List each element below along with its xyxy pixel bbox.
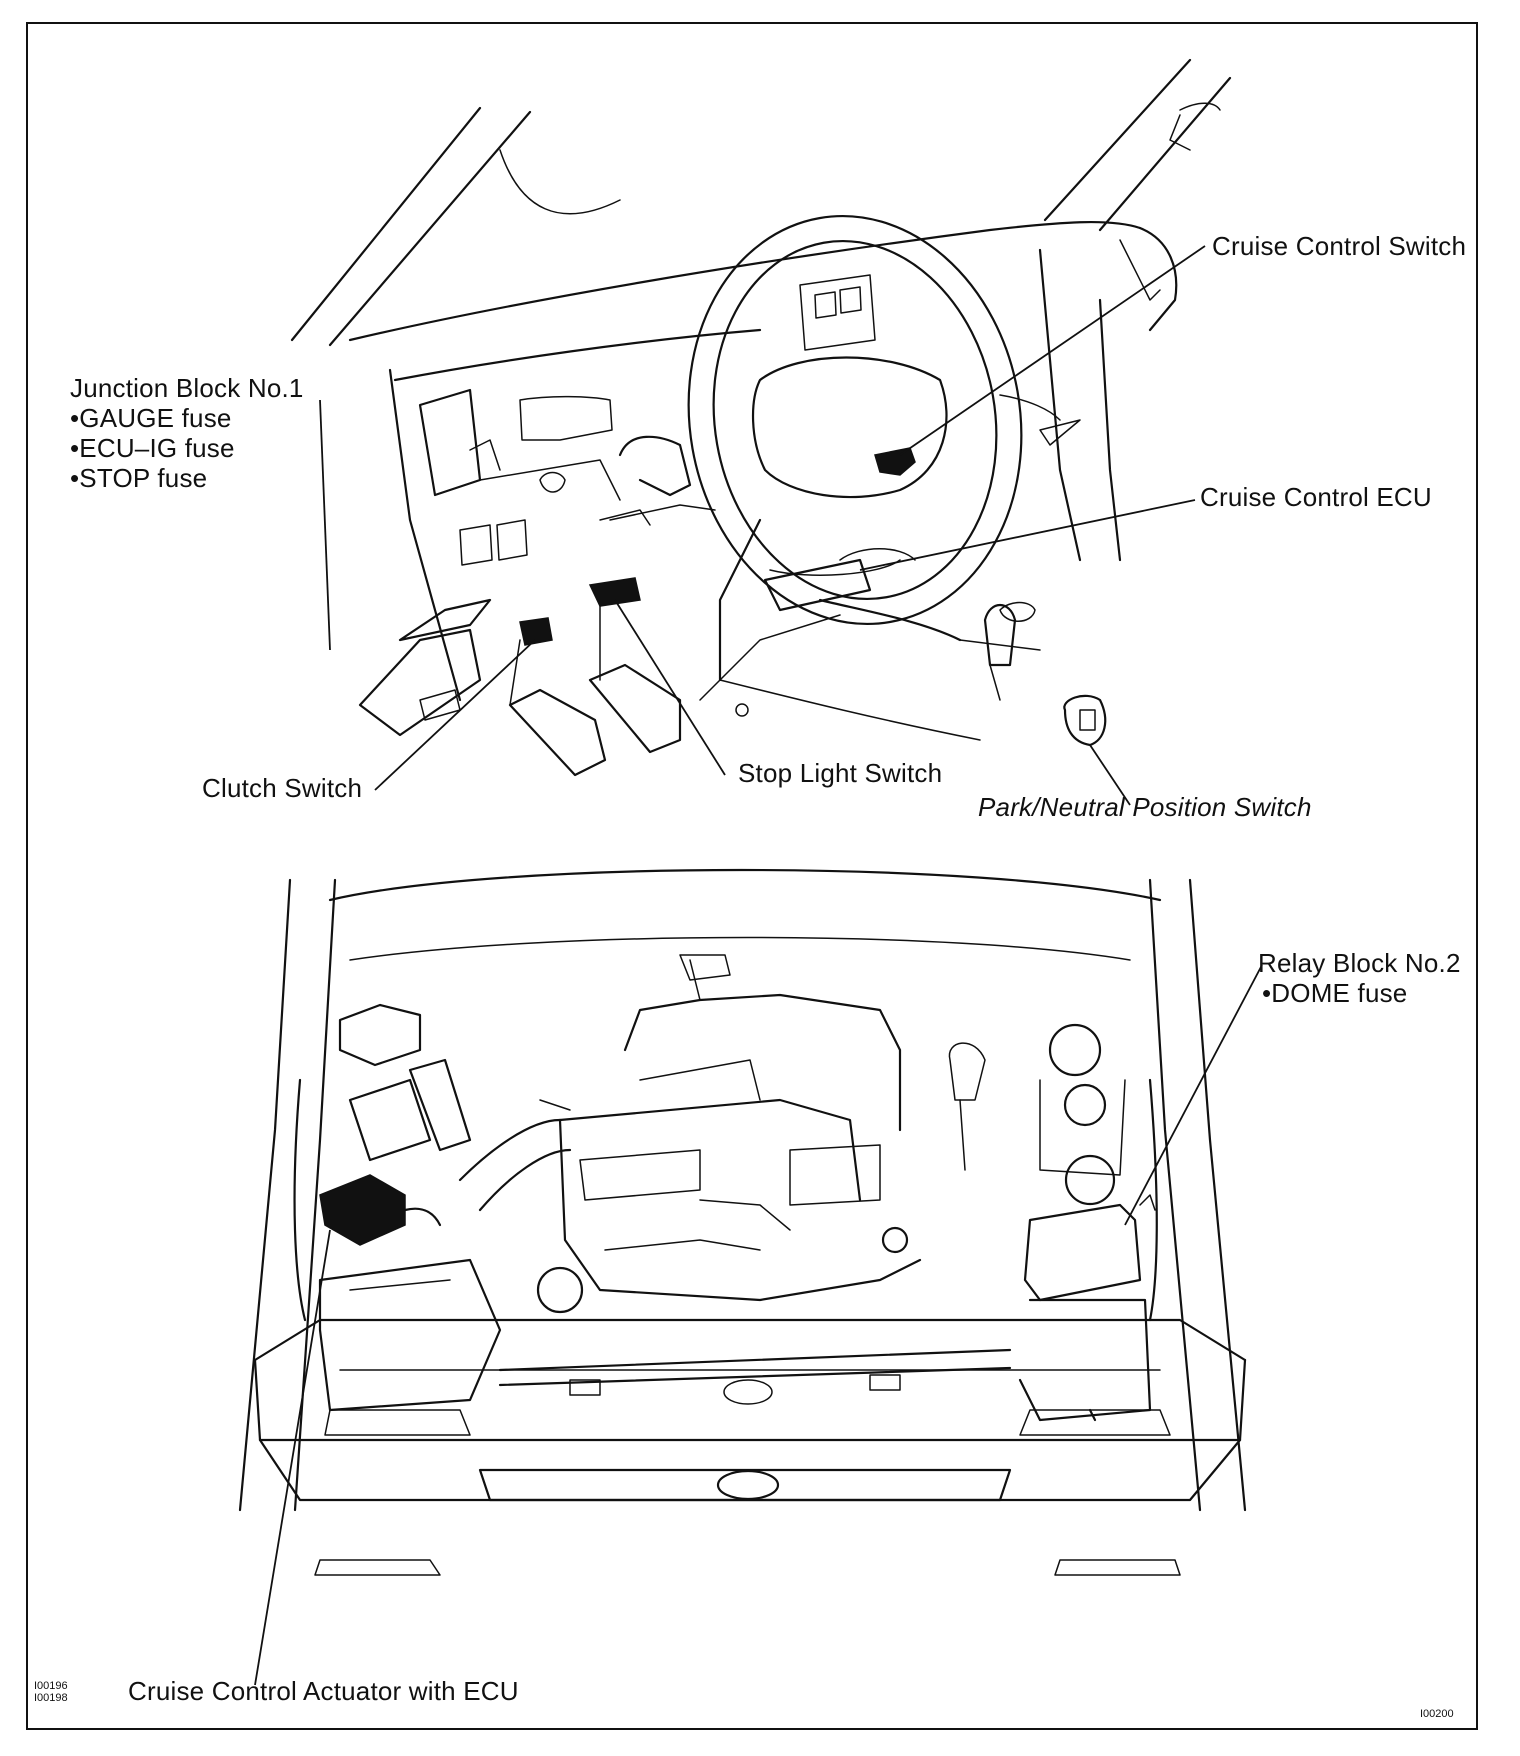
label-cruise-control-ecu: Cruise Control ECU: [1200, 482, 1432, 512]
relay-block-title: Relay Block No.2: [1258, 948, 1461, 978]
leader-cruise-switch: [899, 245, 1206, 456]
junction-block-fuse-gauge: •GAUGE fuse: [70, 403, 232, 433]
leader-cruise-ecu: [859, 499, 1196, 571]
label-relay-block: Relay Block No.2 •DOME fuse: [1258, 948, 1461, 1008]
leader-lines: [254, 245, 1263, 1686]
leader-stop-light-switch: [614, 599, 726, 776]
leader-actuator: [254, 1229, 331, 1686]
figure-code-left-bottom: I00198: [34, 1692, 68, 1704]
relay-block-fuse-dome: •DOME fuse: [1262, 978, 1408, 1008]
dashboard-drawing: [290, 58, 1232, 777]
junction-block-fuse-ecu-ig: •ECU–IG fuse: [70, 433, 235, 463]
label-cruise-control-switch: Cruise Control Switch: [1212, 231, 1467, 261]
label-clutch-switch: Clutch Switch: [202, 773, 363, 803]
leader-relay-block: [1124, 964, 1263, 1226]
diagram-frame: [26, 22, 1478, 1730]
junction-block-fuse-stop: •STOP fuse: [70, 463, 208, 493]
figure-code-bottom-right: I00200: [1420, 1708, 1454, 1720]
leader-junction-block: [319, 399, 331, 651]
leader-park-neutral-switch: [1089, 744, 1131, 806]
figure-code-left-top: I00196: [34, 1680, 68, 1692]
label-stop-light-switch: Stop Light Switch: [738, 758, 943, 788]
label-park-neutral-position-switch: Park/Neutral Position Switch: [978, 792, 1312, 822]
label-junction-block: Junction Block No.1 •GAUGE fuse •ECU–IG …: [70, 373, 304, 493]
engine-bay-drawing: [238, 868, 1247, 1576]
label-cruise-control-actuator: Cruise Control Actuator with ECU: [128, 1676, 519, 1706]
junction-block-title: Junction Block No.1: [70, 373, 304, 403]
leader-clutch-switch: [374, 639, 536, 791]
